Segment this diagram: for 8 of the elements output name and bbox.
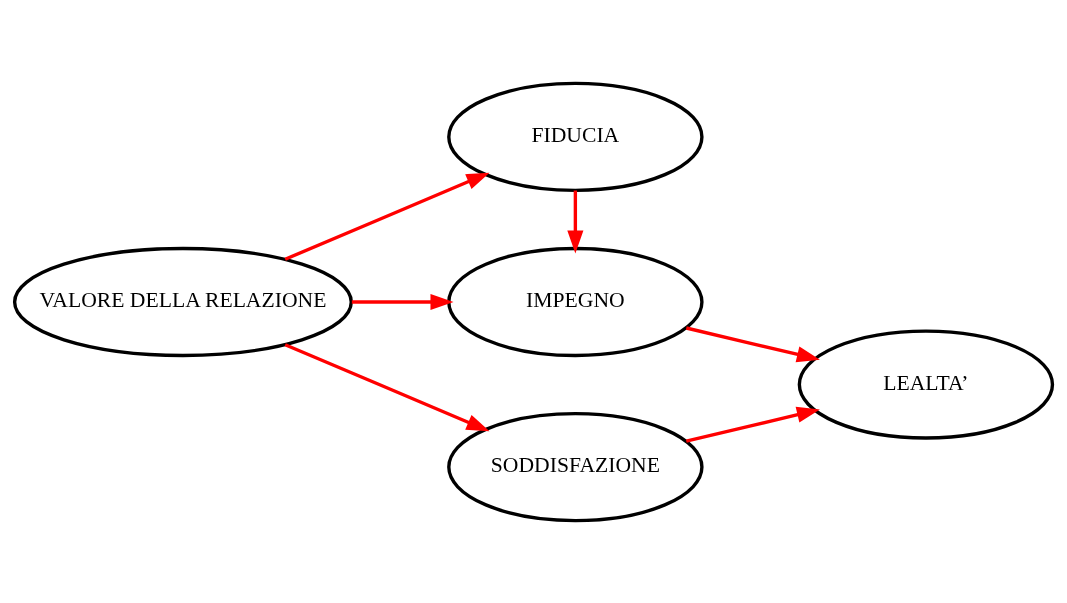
arrow <box>685 325 820 362</box>
arrow <box>685 406 820 443</box>
arrow <box>351 293 454 310</box>
arrow <box>284 172 490 261</box>
arrow <box>567 190 584 254</box>
arrow <box>284 342 490 431</box>
node-ellipse: VALORE DELLA RELAZIONE <box>12 246 353 357</box>
node-ellipse: IMPEGNO <box>447 246 704 357</box>
